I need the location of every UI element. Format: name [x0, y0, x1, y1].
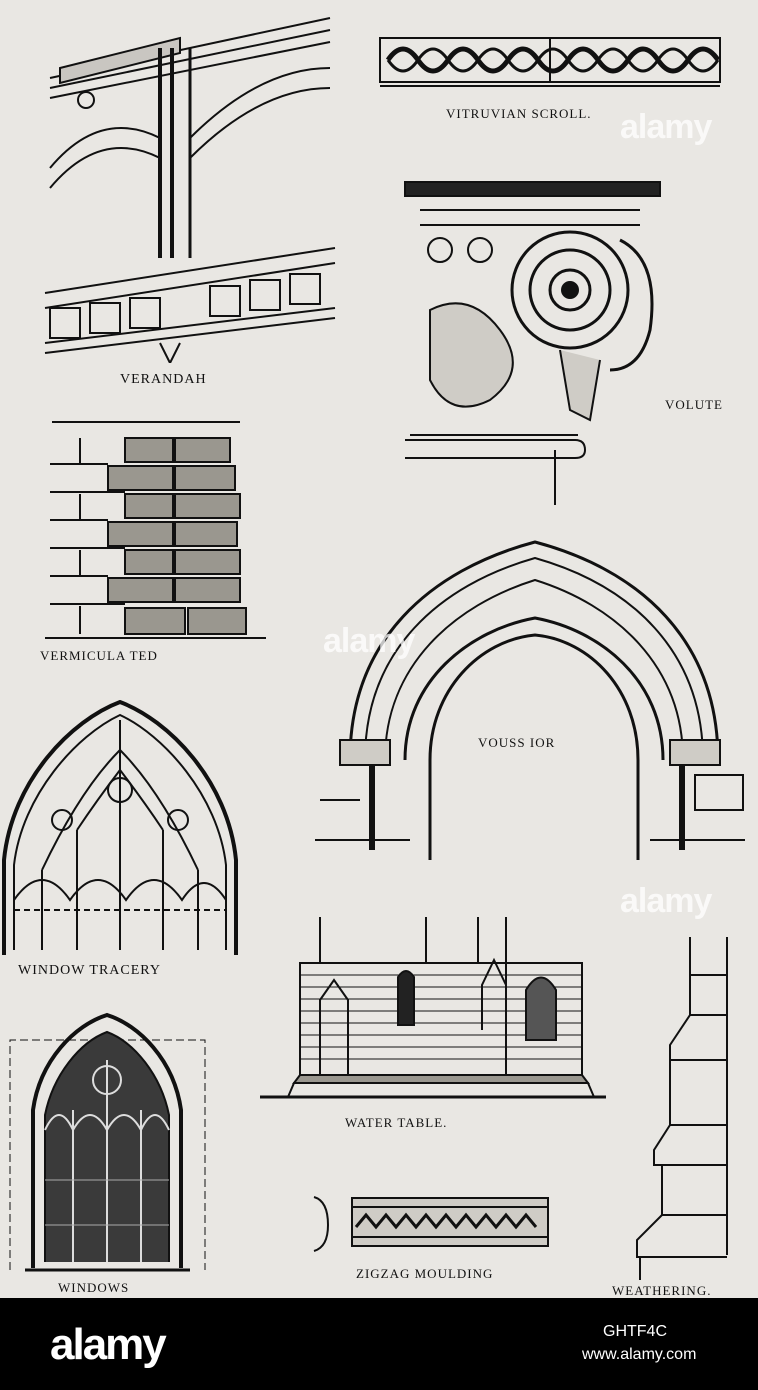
watermark-text: alamy — [323, 622, 415, 660]
vitruvian-scroll-illustration — [378, 32, 723, 90]
vermiculated-illustration — [40, 418, 268, 643]
image-id: GHTF4C — [603, 1323, 667, 1340]
dictionary-plate: VERANDAH VITRUVIAN SCROLL. — [0, 0, 758, 1298]
voussoir-arch-illustration — [310, 540, 750, 870]
vermiculated-label: VERMICULA TED — [40, 648, 158, 663]
windows-label: WINDOWS — [58, 1280, 130, 1295]
alamy-logo: alamy — [50, 1320, 167, 1369]
water-table-illustration — [258, 915, 608, 1100]
window-tracery-label: WINDOW TRACERY — [18, 963, 161, 978]
stock-footer: alamy GHTF4C www.alamy.com — [0, 1298, 758, 1390]
water-table-label: WATER TABLE. — [345, 1115, 448, 1130]
window-tracery-illustration — [2, 700, 238, 960]
voussior-label: VOUSS IOR — [478, 735, 556, 750]
weathering-label: WEATHERING. — [612, 1283, 712, 1298]
volute-label: VOLUTE — [665, 397, 723, 412]
watermark-text: alamy — [620, 882, 712, 920]
zigzag-moulding-illustration — [310, 1193, 552, 1253]
site-url[interactable]: www.alamy.com — [582, 1346, 697, 1363]
windows-illustration — [5, 1000, 210, 1278]
zigzag-moulding-label: ZIGZAG MOULDING — [356, 1266, 494, 1281]
vitruvian-scroll-label: VITRUVIAN SCROLL. — [446, 106, 592, 121]
verandah-label: VERANDAH — [120, 372, 207, 387]
weathering-illustration — [632, 935, 732, 1280]
volute-illustration — [400, 180, 680, 510]
watermark-text: alamy — [620, 108, 712, 146]
verandah-illustration — [40, 8, 340, 363]
